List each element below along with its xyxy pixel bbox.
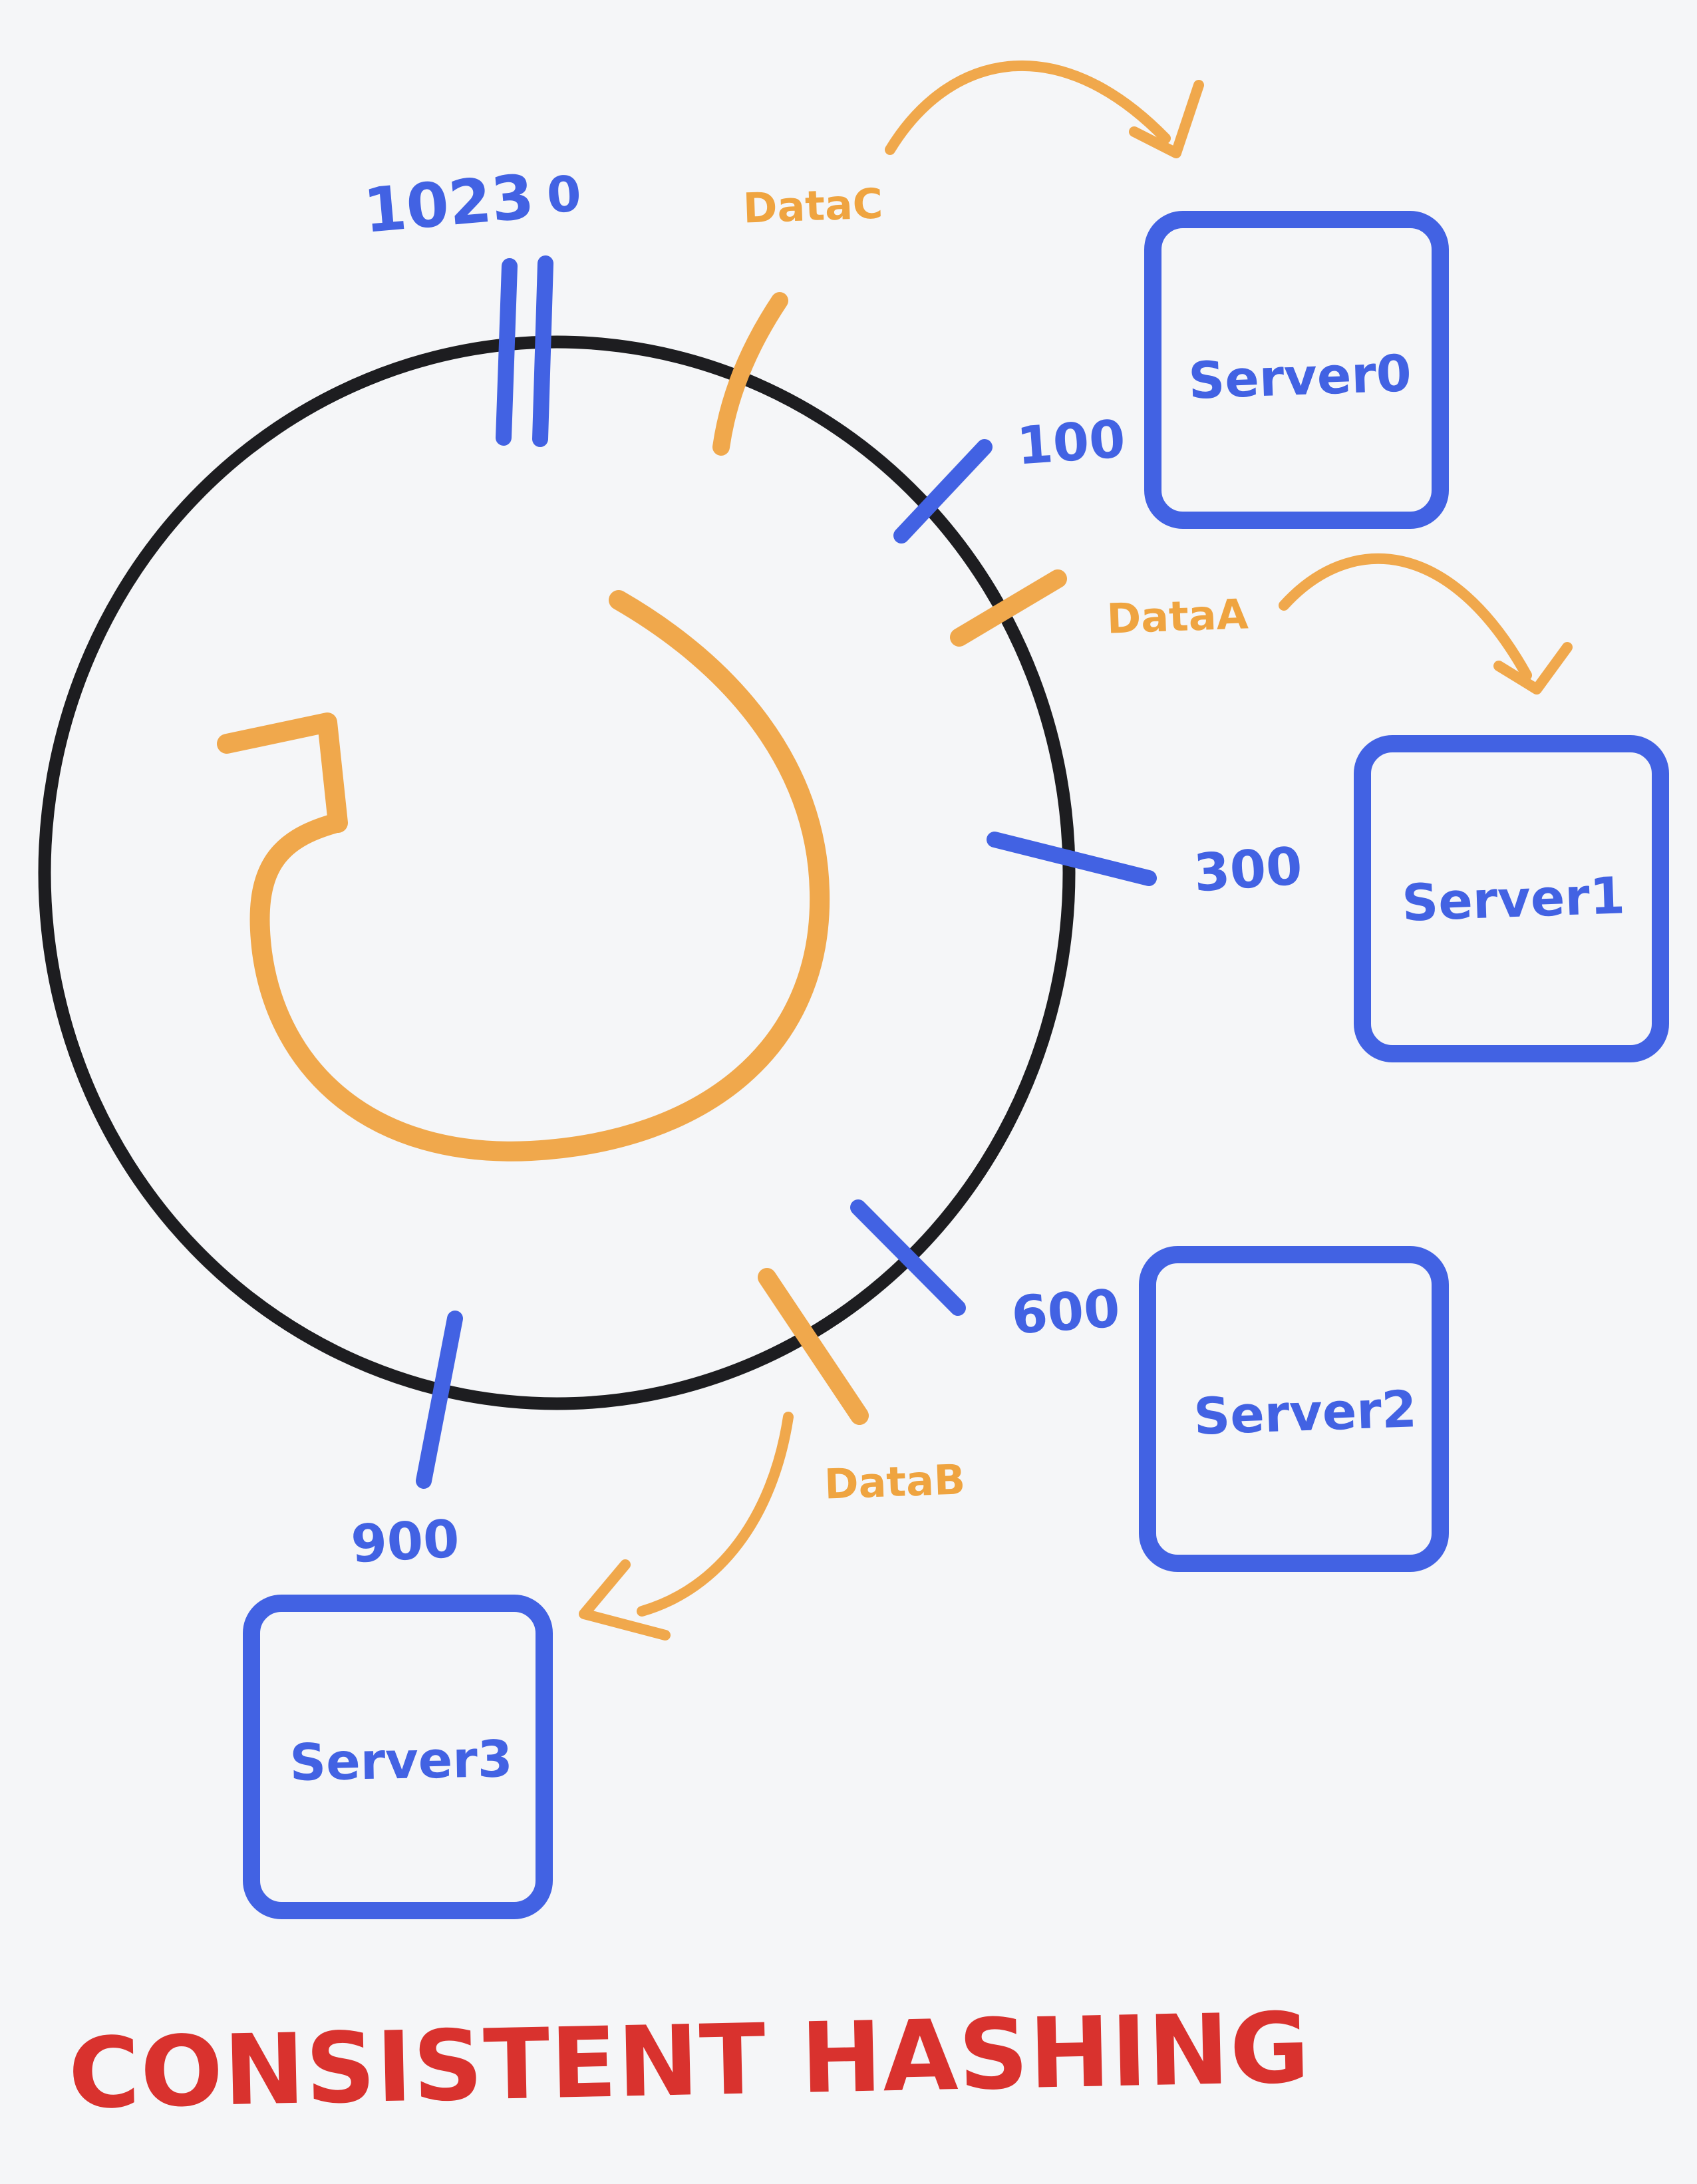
ring-zero-label: 0 [545, 165, 583, 224]
data-b-mark [758, 1268, 869, 1425]
data-b-label: DataB [824, 1455, 966, 1508]
ring-max-label: 1023 [361, 161, 536, 247]
data-b-arrowhead [579, 1559, 671, 1640]
data-c-mark [712, 292, 788, 456]
server2-box [1139, 1246, 1449, 1572]
ring-direction-arrowhead [217, 712, 348, 833]
tick-900-label: 900 [349, 1509, 460, 1575]
data-c-arrowhead [1129, 80, 1204, 158]
tick-100-mark [893, 439, 993, 544]
tick-900-mark [416, 1311, 463, 1489]
server2-label: Server2 [1193, 1379, 1418, 1446]
tick-600-label: 600 [1010, 1279, 1122, 1346]
tick-300-label: 300 [1192, 836, 1305, 903]
server3-box [243, 1595, 553, 1919]
tick-300-mark [987, 832, 1157, 886]
data-c-label: DataC [742, 179, 884, 232]
server1-label: Server1 [1401, 865, 1626, 933]
data-a-arrowhead [1493, 642, 1573, 695]
tick-600-mark [850, 1199, 966, 1316]
data-a-mark [950, 569, 1067, 647]
diagram-title: CONSISTENT HASHING [67, 1992, 1311, 2131]
server3-label: Server3 [289, 1729, 514, 1792]
tick-100-label: 100 [1015, 409, 1128, 476]
hash-ring [38, 335, 1076, 1410]
data-b-arrow [637, 1412, 794, 1617]
data-a-arrow [1279, 553, 1532, 681]
server1-box [1354, 735, 1669, 1062]
server0-box [1144, 211, 1449, 529]
tick-0-mark [532, 255, 553, 447]
data-a-label: DataA [1106, 589, 1249, 643]
data-c-arrow [885, 60, 1171, 155]
tick-1023-mark [496, 258, 518, 446]
ring-direction-arrow [249, 590, 830, 1162]
server0-label: Server0 [1187, 343, 1412, 410]
